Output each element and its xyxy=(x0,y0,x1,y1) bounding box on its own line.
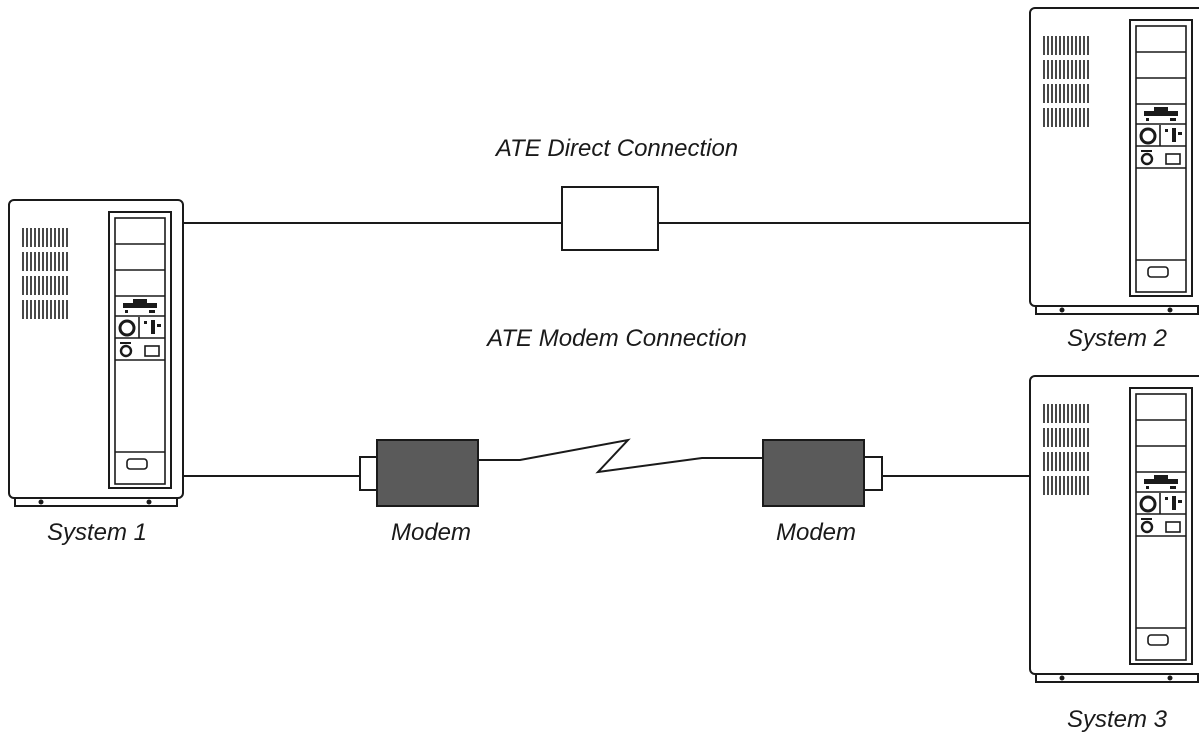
system-1-label: System 1 xyxy=(47,519,147,546)
system-3-tower xyxy=(1028,374,1199,684)
modem-left xyxy=(359,439,479,507)
modem-connection-label: ATE Modem Connection xyxy=(485,325,747,352)
direct-connection-label: ATE Direct Connection xyxy=(494,135,738,162)
system-2-tower xyxy=(1028,6,1199,316)
system-3-label: System 3 xyxy=(1067,706,1168,733)
modem-right xyxy=(762,439,883,507)
modem-link-zigzag xyxy=(478,438,763,474)
modem-right-label: Modem xyxy=(776,519,856,546)
system-2-label: System 2 xyxy=(1067,325,1167,352)
modem-left-label: Modem xyxy=(391,519,471,546)
system-1-tower xyxy=(7,198,185,508)
direct-connection-box xyxy=(561,186,659,251)
